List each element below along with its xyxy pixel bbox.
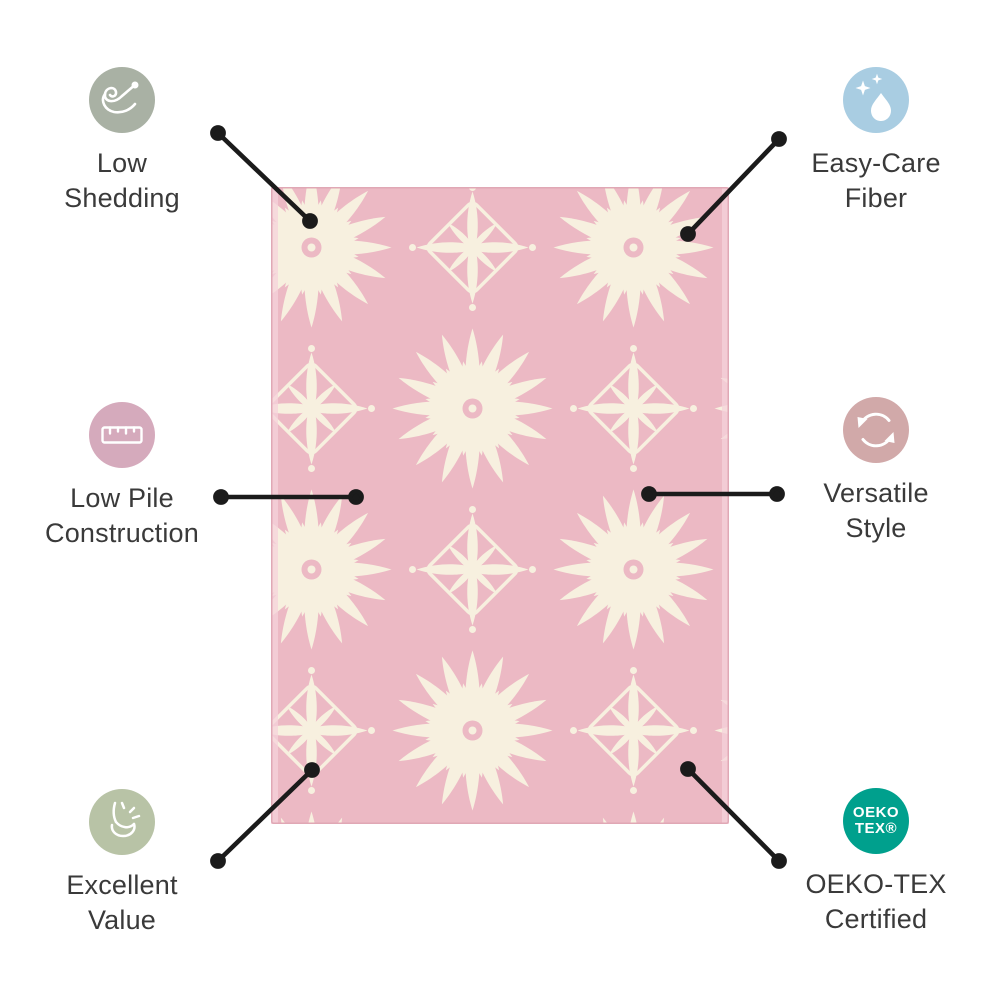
badge-line: OEKO [852,804,900,822]
label-line: Certified [824,903,928,934]
badge-line: TEX® [854,820,898,837]
feature-label-low-shedding: Low Shedding [64,146,180,215]
needle-thread-icon [89,67,155,133]
feature-oeko-tex: OEKO TEX® OEKO-TEX Certified [744,788,1000,936]
label-line: Excellent [66,870,178,900]
label-line: Shedding [64,182,180,213]
label-line: Style [845,512,907,543]
water-drop-sparkle-icon [843,67,909,133]
feature-easy-care-fiber: Easy-Care Fiber [744,67,1000,215]
label-line: Easy-Care [811,148,941,178]
feature-label-oeko-tex: OEKO-TEX Certified [805,867,946,936]
label-line: Fiber [844,182,908,213]
rug-image [271,187,729,824]
feature-label-low-pile: Low Pile Construction [45,481,199,550]
feature-label-excellent-value: Excellent Value [66,868,177,937]
feature-low-shedding: Low Shedding [0,67,254,215]
feature-versatile-style: Versatile Style [744,397,1000,545]
feature-label-easy-care-fiber: Easy-Care Fiber [811,146,940,215]
label-line: Low Pile [70,483,174,513]
ruler-icon [89,402,155,468]
feature-label-versatile-style: Versatile Style [823,476,928,545]
rug-right-edge [722,187,729,824]
feature-low-pile-construction: Low Pile Construction [0,402,254,550]
feature-excellent-value: Excellent Value [0,789,254,937]
label-line: Versatile [823,478,929,508]
label-line: Construction [45,517,199,548]
finger-snap-icon [89,789,155,855]
label-line: Low [96,148,148,178]
oeko-tex-badge-text: OEKO TEX® [853,805,899,837]
oeko-tex-badge: OEKO TEX® [843,788,909,854]
label-line: OEKO-TEX [805,869,947,899]
rug-left-edge [271,187,278,824]
rotating-arrows-icon [843,397,909,463]
label-line: Value [87,904,157,935]
rug-svg [271,187,729,824]
